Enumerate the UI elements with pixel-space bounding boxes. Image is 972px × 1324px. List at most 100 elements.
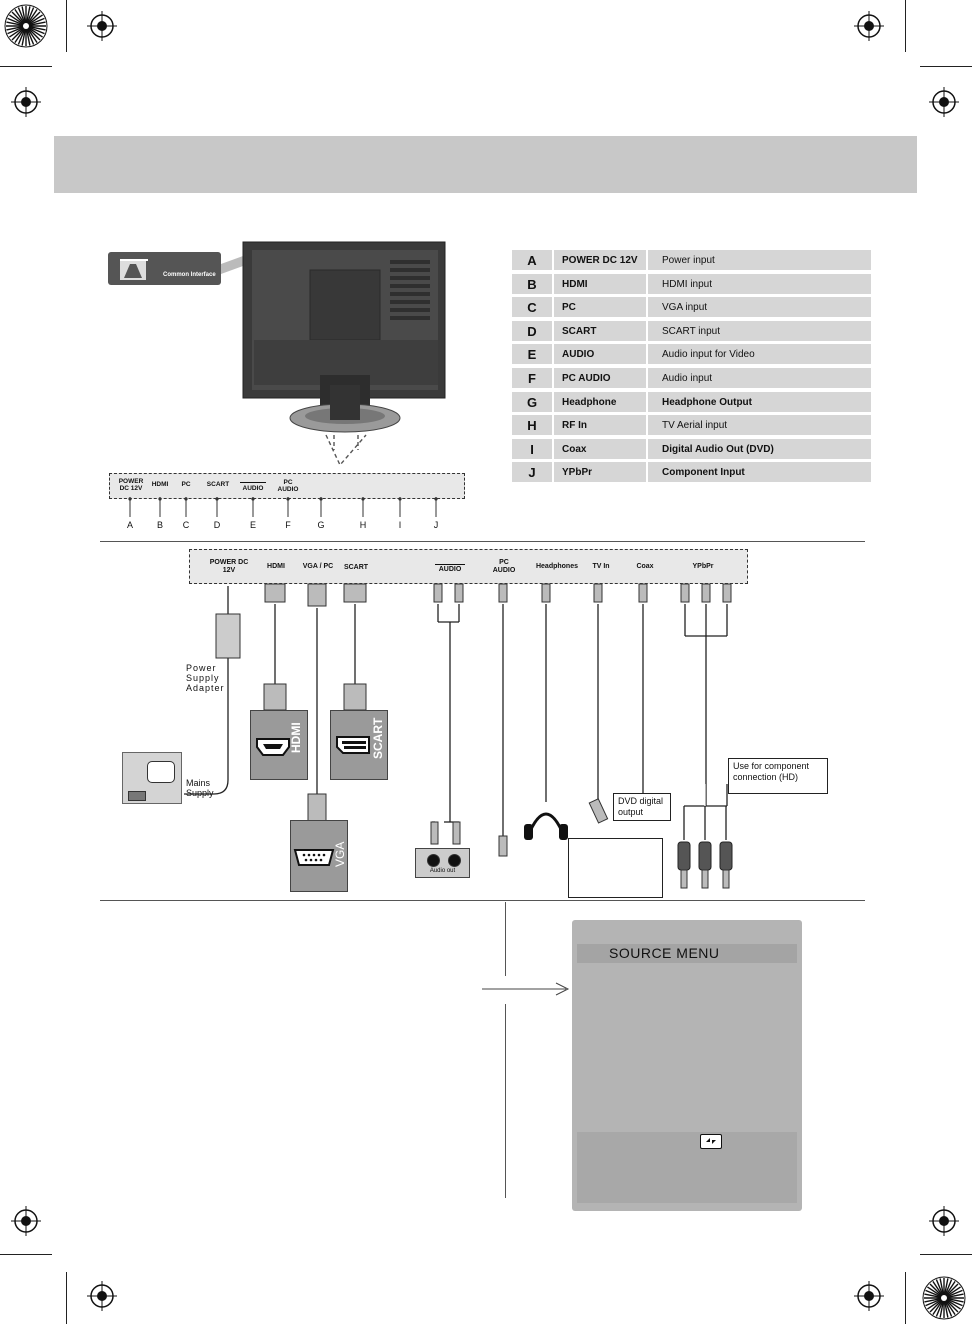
conn-label-hdmi: HDMI — [267, 563, 285, 570]
legend-connector-name: POWER DC 12V — [554, 250, 646, 270]
panel-label-power: POWER DC 12V — [118, 478, 144, 492]
legend-letter: I — [512, 438, 552, 459]
legend-letter: H — [512, 415, 552, 436]
conn-label-scart: SCART — [343, 564, 369, 571]
source-menu-title-text: SOURCE MENU — [609, 945, 720, 961]
panel-letter-h: H — [359, 520, 367, 530]
panel-letter-d: D — [213, 520, 221, 530]
panel-letter-i: I — [398, 520, 402, 530]
hdmi-port-icon — [256, 738, 290, 756]
conn-label-coax: Coax — [636, 563, 654, 570]
legend-connector-name: YPbPr — [554, 462, 646, 483]
conn-label-power: POWER DC 12V — [209, 559, 249, 574]
vga-port-icon — [293, 849, 335, 866]
panel-letter-c: C — [182, 520, 190, 530]
header-band — [54, 136, 917, 193]
panel-letter-j: J — [433, 520, 439, 530]
legend-description: VGA input — [648, 297, 871, 318]
legend-letter: C — [512, 297, 552, 318]
conn-label-tv-in: TV In — [592, 563, 610, 570]
source-menu-footer — [577, 1132, 797, 1203]
legend-description: Headphone Output — [648, 391, 871, 412]
legend-description: TV Aerial input — [648, 415, 871, 436]
connection-diagram — [184, 583, 733, 889]
panel-letter-f: F — [285, 520, 291, 530]
column-divider — [505, 902, 506, 976]
section-divider — [100, 541, 865, 542]
mains-supply-label: Mains Supply — [186, 778, 214, 798]
conn-label-headphones: Headphones — [535, 563, 578, 570]
arrow-icon — [482, 982, 570, 996]
vga-device-label: VGA — [333, 841, 347, 867]
legend-description: Audio input — [648, 367, 871, 388]
socket-switch — [128, 791, 146, 801]
conn-label-vga: VGA / PC — [302, 563, 334, 570]
legend-connector-name: Headphone — [554, 391, 646, 412]
source-menu-title: SOURCE MENU — [577, 944, 797, 963]
legend-description: HDMI input — [648, 273, 871, 294]
empty-device-box — [568, 838, 663, 898]
audio-out-device: Audio out — [415, 848, 470, 878]
up-down-arrow-icon[interactable] — [700, 1134, 722, 1149]
crop-mark — [905, 1272, 906, 1324]
scart-port-icon — [336, 736, 370, 754]
conn-label-audio: AUDIO — [435, 564, 465, 574]
scart-device: SCART — [330, 710, 388, 780]
legend-connector-name: Coax — [554, 438, 646, 459]
common-interface-callout: Common Interface — [108, 252, 221, 285]
crop-mark — [905, 0, 906, 52]
legend-letter: D — [512, 320, 552, 341]
power-adapter-label: Power Supply Adapter — [186, 663, 225, 693]
legend-letter: A — [512, 250, 552, 270]
connections-panel-strip — [189, 549, 748, 584]
panel-label-audio: AUDIO — [240, 482, 266, 492]
legend-connector-name: PC AUDIO — [554, 367, 646, 388]
panel-letter-b: B — [156, 520, 163, 530]
legend-connector-name: SCART — [554, 320, 646, 341]
source-menu: SOURCE MENU — [572, 920, 802, 1211]
callout-pointer — [221, 256, 243, 274]
scart-device-label: SCART — [371, 717, 385, 759]
panel-letter-a: A — [126, 520, 133, 530]
crop-mark — [66, 0, 67, 52]
panel-letter-e: E — [249, 520, 256, 530]
legend-connector-name: HDMI — [554, 273, 646, 294]
panel-letter-g: G — [317, 520, 325, 530]
audio-out-label: Audio out — [429, 868, 456, 874]
legend-connector-name: PC — [554, 297, 646, 318]
conn-label-ypbpr: YPbPr — [692, 563, 714, 570]
legend-description: Component Input — [648, 462, 871, 483]
socket-hole — [147, 761, 175, 783]
common-interface-label: Common Interface — [163, 272, 216, 278]
legend-description: SCART input — [648, 320, 871, 341]
column-divider — [505, 1004, 506, 1198]
panel-label-hdmi: HDMI — [151, 481, 169, 488]
legend-description: Audio input for Video — [648, 344, 871, 365]
crop-mark — [920, 1254, 972, 1255]
component-connection-note: Use for component connection (HD) — [728, 758, 828, 794]
dvd-digital-output-note: DVD digital output — [613, 793, 671, 821]
crop-mark — [66, 1272, 67, 1324]
panel-label-scart: SCART — [206, 481, 230, 488]
legend-connector-name: AUDIO — [554, 344, 646, 365]
legend-letter: J — [512, 462, 552, 483]
legend-description: Digital Audio Out (DVD) — [648, 438, 871, 459]
card-slot-icon — [120, 259, 148, 280]
crop-mark — [920, 66, 972, 67]
crop-mark — [0, 1254, 52, 1255]
legend-letter: G — [512, 391, 552, 412]
mains-socket — [122, 752, 182, 804]
legend-letter: F — [512, 367, 552, 388]
panel-pointer-lines — [128, 497, 438, 517]
